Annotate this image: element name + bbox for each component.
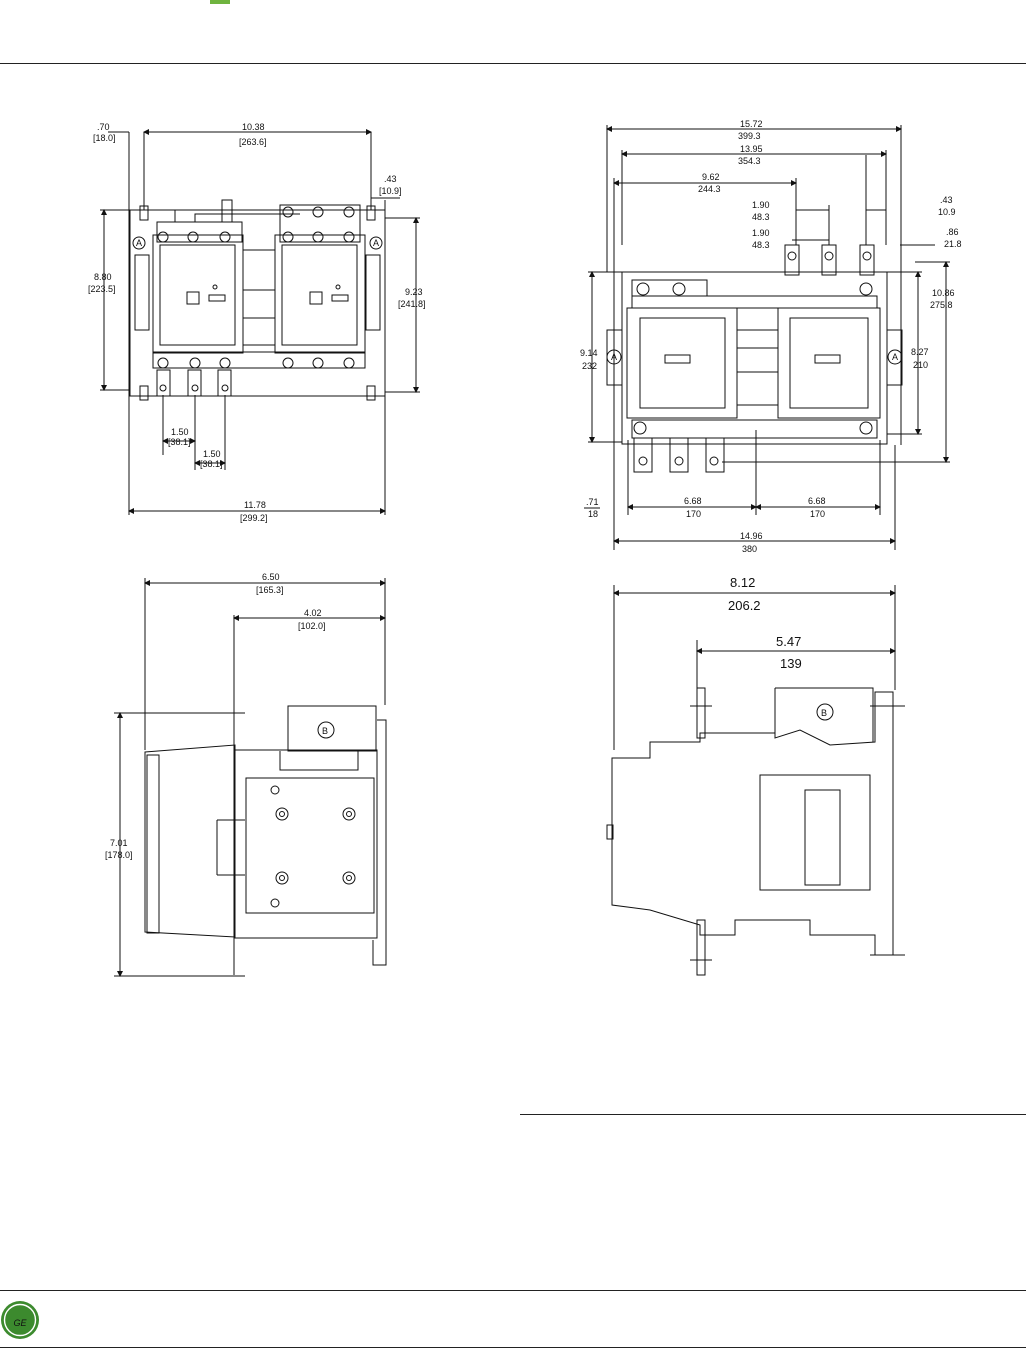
dim-071: .71 <box>586 497 599 507</box>
dim-962: 9.62 <box>702 172 720 182</box>
dim-150-a-mm: [38.1] <box>168 437 191 447</box>
dim-962-mm: 244.3 <box>698 184 721 194</box>
dim-1038-mm: [263.6] <box>239 137 267 147</box>
dim-150-a: 1.50 <box>171 427 189 437</box>
dim-190-b-mm: 48.3 <box>752 240 770 250</box>
dim-1572-mm: 399.3 <box>738 131 761 141</box>
dim-043-r-mm: 10.9 <box>938 207 956 217</box>
mark-a-right: A <box>373 238 379 248</box>
dim-827: 8.27 <box>911 347 929 357</box>
dim-190-b: 1.90 <box>752 228 770 238</box>
dim-1178-mm: [299.2] <box>240 513 268 523</box>
dim-190-a: 1.90 <box>752 200 770 210</box>
dim-668-a-mm: 170 <box>686 509 701 519</box>
dim-668-b-mm: 170 <box>810 509 825 519</box>
dim-650: 6.50 <box>262 572 280 582</box>
dim-812: 8.12 <box>730 575 755 590</box>
section-rule <box>520 1114 1026 1115</box>
dim-150-b: 1.50 <box>203 449 221 459</box>
header-rule <box>0 63 1026 64</box>
dim-1496-mm: 380 <box>742 544 757 554</box>
mark-a-left-r: A <box>611 352 617 362</box>
dim-650-mm: [165.3] <box>256 585 284 595</box>
dim-1572: 15.72 <box>740 119 763 129</box>
dim-1038: 10.38 <box>242 122 265 132</box>
dim-043: .43 <box>384 174 397 184</box>
dim-070: .70 <box>97 122 110 132</box>
dim-827-mm: 210 <box>913 360 928 370</box>
dim-086: .86 <box>946 227 959 237</box>
dim-914-mm: 232 <box>582 361 597 371</box>
dim-070-mm: [18.0] <box>93 133 116 143</box>
dim-190-a-mm: 48.3 <box>752 212 770 222</box>
dim-547-mm: 139 <box>780 656 802 671</box>
accent-tab <box>210 0 230 4</box>
footer-rule-top <box>0 1290 1026 1291</box>
dim-547: 5.47 <box>776 634 801 649</box>
dim-668-b: 6.68 <box>808 496 826 506</box>
dim-150-b-mm: [38.1] <box>200 459 223 469</box>
dim-086-mm: 21.8 <box>944 239 962 249</box>
front-view-right-labels: 15.72 399.3 13.95 354.3 9.62 244.3 1.90 … <box>580 119 962 554</box>
dim-043-mm: [10.9] <box>379 186 402 196</box>
dim-402-mm: [102.0] <box>298 621 326 631</box>
dim-1395-mm: 354.3 <box>738 156 761 166</box>
front-view-right <box>584 125 950 550</box>
mark-b-right: B <box>821 708 827 718</box>
dim-1496: 14.96 <box>740 531 763 541</box>
dim-1395: 13.95 <box>740 144 763 154</box>
dim-402: 4.02 <box>304 608 322 618</box>
front-view-left <box>100 129 420 515</box>
mark-a-right-r: A <box>892 352 898 362</box>
dim-701-mm: [178.0] <box>105 850 133 860</box>
logo-text: GE <box>13 1318 27 1328</box>
dim-043-r: .43 <box>940 195 953 205</box>
dim-880: 8.80 <box>94 272 112 282</box>
side-view-right <box>606 585 905 976</box>
dim-071-mm: 18 <box>588 509 598 519</box>
dim-1086-mm: 275.8 <box>930 300 953 310</box>
dim-880-mm: [223.5] <box>88 284 116 294</box>
dim-923-mm: [241.8] <box>398 299 426 309</box>
side-view-right-labels: 8.12 206.2 5.47 139 B <box>728 575 827 718</box>
dim-1178: 11.78 <box>244 500 266 510</box>
mark-a-left: A <box>136 238 142 248</box>
front-view-left-labels: .70 [18.0] 10.38 [263.6] .43 [10.9] 8.80… <box>88 122 426 523</box>
ge-monogram-icon: GE <box>1 1301 39 1339</box>
dim-812-mm: 206.2 <box>728 598 761 613</box>
dim-914: 9.14 <box>580 348 598 358</box>
dim-668-a: 6.68 <box>684 496 702 506</box>
side-view-left <box>114 578 387 977</box>
mark-b-left: B <box>322 726 328 736</box>
side-view-left-labels: 6.50 [165.3] 4.02 [102.0] 7.01 [178.0] B <box>105 572 328 860</box>
dim-701: 7.01 <box>110 838 128 848</box>
dim-1086: 10.86 <box>932 288 955 298</box>
dim-923: 9.23 <box>405 287 423 297</box>
